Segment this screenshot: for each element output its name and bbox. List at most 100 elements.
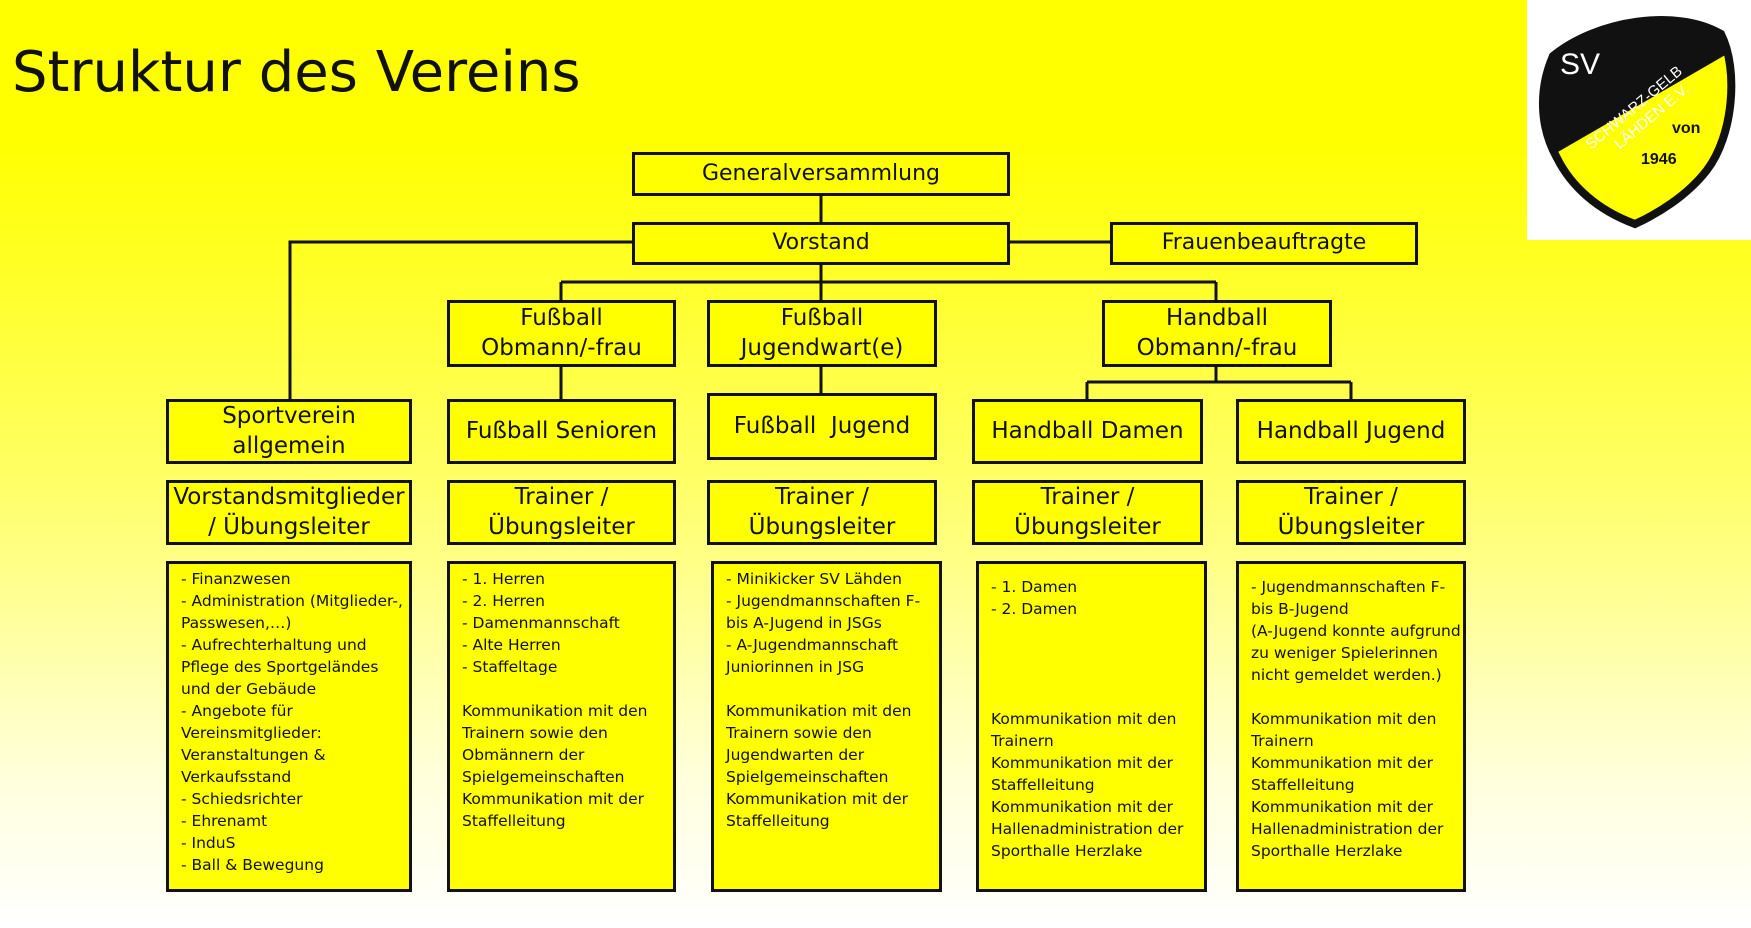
role-fussball-senioren-line2: Übungsleiter: [488, 513, 635, 540]
detail-line: [462, 678, 661, 700]
detail-line: Obmännern der: [462, 746, 585, 764]
logo-von: von: [1672, 120, 1700, 137]
node-handball-obmann: Handball Obmann/-frau: [1102, 300, 1332, 367]
detail-line: Staffelleitung: [726, 812, 830, 830]
role-handball-damen-line2: Übungsleiter: [1014, 513, 1161, 540]
role-handball-jugend-line2: Übungsleiter: [1277, 513, 1425, 540]
details-fussball-senioren: - 1. Herren - 2. Herren - Damenmannschaf…: [447, 561, 676, 892]
detail-line: Verkaufsstand: [181, 768, 292, 786]
detail-line: Staffelleitung: [991, 776, 1095, 794]
page-title: Struktur des Vereins: [12, 40, 581, 105]
unit-handball-damen-label: Handball Damen: [991, 417, 1184, 444]
role-fussball-senioren: Trainer / Übungsleiter: [447, 480, 676, 545]
detail-line: [726, 678, 927, 700]
node-fussball-jugendwart: Fußball Jugendwart(e): [707, 300, 937, 367]
node-vorstand: Vorstand: [632, 222, 1010, 265]
logo-initials: SV: [1560, 48, 1600, 81]
detail-line: - Damenmannschaft: [462, 614, 620, 632]
node-handball-obmann-line2: Obmann/-frau: [1136, 334, 1298, 361]
logo-year: 1946: [1641, 151, 1677, 168]
detail-line: Kommunikation mit der: [1251, 754, 1434, 772]
role-handball-jugend-line1: Trainer /: [1304, 483, 1398, 510]
detail-line: …: [181, 878, 197, 896]
detail-line: Trainern: [991, 732, 1054, 750]
unit-handball-jugend: Handball Jugend: [1236, 399, 1466, 464]
detail-line: Hallenadministration der: [991, 820, 1184, 838]
detail-line: Trainern sowie den: [726, 724, 872, 742]
node-fussball-obmann-line2: Obmann/-frau: [481, 334, 642, 361]
detail-line: - Ball & Bewegung: [181, 856, 324, 874]
detail-line: - Administration (Mitglieder-,: [181, 592, 403, 610]
details-handball-damen: - 1. Damen - 2. Damen Kommunikation mit …: [976, 561, 1207, 892]
detail-line: Kommunikation mit der: [462, 790, 645, 808]
role-handball-damen: Trainer / Übungsleiter: [972, 480, 1203, 545]
node-fussball-obmann-line1: Fußball: [520, 304, 603, 331]
unit-handball-damen: Handball Damen: [972, 399, 1203, 464]
detail-line: Spielgemeinschaften: [462, 768, 625, 786]
detail-line: Trainern sowie den: [462, 724, 608, 742]
unit-sportverein-allgemein: Sportverein allgemein: [166, 399, 412, 464]
detail-line: Veranstaltungen &: [181, 746, 326, 764]
node-fussball-obmann: Fußball Obmann/-frau: [447, 300, 676, 367]
detail-line: Juniorinnen in JSG: [726, 658, 865, 676]
role-sportverein-line1: Vorstandsmitglieder: [173, 483, 405, 510]
detail-line: Trainern: [1251, 732, 1314, 750]
detail-line: Staffelleitung: [1251, 776, 1355, 794]
detail-line: - Angebote für: [181, 702, 293, 720]
detail-line: Vereinsmitglieder:: [181, 724, 322, 742]
detail-line: Kommunikation mit den: [726, 702, 912, 720]
detail-line: - Ehrenamt: [181, 812, 268, 830]
unit-fussball-jugend: Fußball Jugend: [707, 393, 937, 460]
role-fussball-jugend: Trainer / Übungsleiter: [707, 480, 937, 545]
unit-fussball-senioren-label: Fußball Senioren: [465, 417, 658, 444]
detail-line: Sporthalle Herzlake: [991, 842, 1143, 860]
node-fussball-jugendwart-line1: Fußball: [780, 304, 864, 331]
detail-line: Kommunikation mit der: [991, 754, 1174, 772]
detail-line: Kommunikation mit den: [462, 702, 648, 720]
role-handball-jugend: Trainer / Übungsleiter: [1236, 480, 1466, 545]
node-frauenbeauftragte-label: Frauenbeauftragte: [1161, 230, 1367, 256]
detail-line: - 2. Herren: [462, 592, 545, 610]
detail-line: - Schiedsrichter: [181, 790, 303, 808]
detail-line: Staffelleitung: [462, 812, 566, 830]
detail-line: [991, 642, 1192, 664]
club-logo-shield: SV SCHWARZ-GELB LÄHDEN E.V. von 1946: [1538, 16, 1736, 229]
detail-line: Kommunikation mit den: [1251, 710, 1437, 728]
detail-line: [1251, 686, 1451, 708]
unit-fussball-jugend-label: Fußball Jugend: [733, 412, 911, 439]
detail-line: - Alte Herren: [462, 636, 561, 654]
node-generalversammlung: Generalversammlung: [632, 152, 1010, 196]
node-generalversammlung-label: Generalversammlung: [701, 160, 941, 186]
detail-line: - 2. Damen: [991, 600, 1078, 618]
detail-line: - Finanzwesen: [181, 570, 291, 588]
connector-vorstand-sportverein: [288, 240, 632, 399]
unit-sportverein-line1: Sportverein: [222, 402, 356, 429]
detail-line: - InduS: [181, 834, 236, 852]
detail-line: - Aufrechterhaltung und: [181, 636, 367, 654]
detail-line: Spielgemeinschaften: [726, 768, 889, 786]
details-sportverein: - Finanzwesen - Administration (Mitglied…: [166, 561, 412, 896]
role-sportverein-line2: / Übungsleiter: [208, 513, 370, 540]
role-handball-damen-line1: Trainer /: [1040, 483, 1135, 510]
detail-line: Kommunikation mit den: [991, 710, 1177, 728]
unit-sportverein-line2: allgemein: [232, 432, 346, 459]
detail-line: - Jugendmannschaften F-: [1251, 578, 1446, 596]
detail-line: - Minikicker SV Lähden: [726, 570, 902, 588]
detail-line: - 1. Herren: [462, 570, 545, 588]
detail-line: Passwesen,…): [181, 614, 292, 632]
detail-line: Kommunikation mit der: [726, 790, 909, 808]
role-sportverein: Vorstandsmitglieder / Übungsleiter: [166, 480, 412, 545]
detail-line: [991, 664, 1192, 686]
detail-line: - Jugendmannschaften F-: [726, 592, 921, 610]
unit-handball-jugend-label: Handball Jugend: [1256, 417, 1446, 444]
detail-line: zu weniger Spielerinnen: [1251, 644, 1438, 662]
detail-line: Hallenadministration der: [1251, 820, 1444, 838]
detail-line: Pflege des Sportgeländes: [181, 658, 379, 676]
detail-line: [991, 620, 1192, 642]
detail-line: bis B-Jugend: [1251, 600, 1349, 618]
role-fussball-senioren-line1: Trainer /: [514, 483, 609, 510]
node-frauenbeauftragte: Frauenbeauftragte: [1110, 222, 1418, 265]
detail-line: [991, 686, 1192, 708]
detail-line: nicht gemeldet werden.): [1251, 666, 1442, 684]
details-handball-jugend: - Jugendmannschaften F- bis B-Jugend (A-…: [1236, 561, 1466, 892]
